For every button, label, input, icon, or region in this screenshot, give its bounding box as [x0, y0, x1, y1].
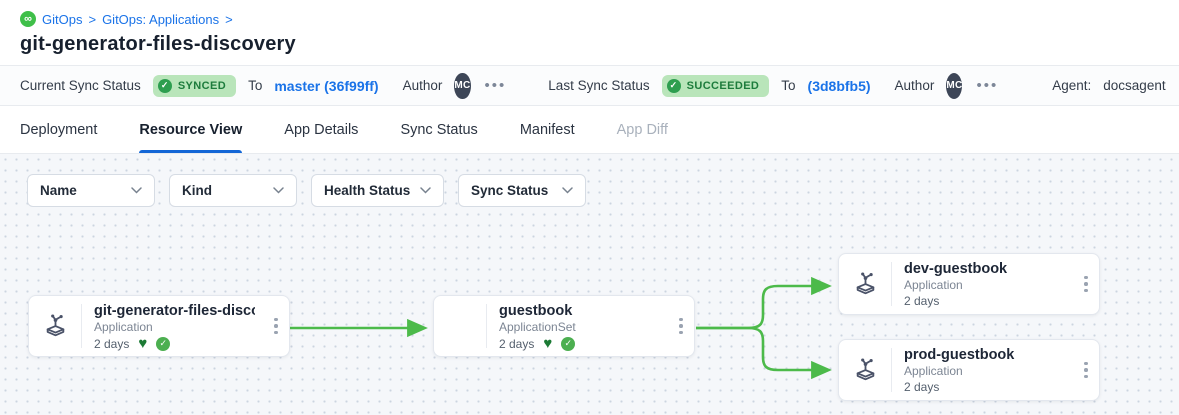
filter-name-label: Name [40, 183, 77, 198]
node-menu-button[interactable] [263, 296, 289, 356]
current-sync-author-label: Author [402, 78, 443, 93]
page-header: ∞ GitOps > GitOps: Applications > git-ge… [0, 0, 1179, 65]
gitops-infinity-icon: ∞ [20, 11, 36, 27]
last-sync-to-label: To [781, 78, 796, 93]
node-age: 2 days [94, 336, 130, 351]
chevron-down-icon [420, 187, 431, 194]
application-deployed-code-icon [839, 340, 891, 400]
node-age: 2 days [904, 294, 940, 308]
last-sync-revision-link[interactable]: (3d8bfb5) [807, 77, 871, 94]
divider [891, 262, 892, 306]
graph-node-dev-guestbook[interactable]: dev-guestbook Application 2 days [838, 253, 1100, 315]
node-body: dev-guestbook Application 2 days [892, 254, 1073, 314]
empty-icon-cell [434, 296, 486, 356]
edge-guestbook-to-dev [696, 276, 832, 330]
sync-status-bar: Current Sync Status ✓ SYNCED To master (… [0, 65, 1179, 106]
tab-manifest[interactable]: Manifest [519, 121, 575, 138]
node-kind: Application [94, 320, 153, 334]
divider [81, 304, 82, 348]
filter-name-dropdown[interactable]: Name [27, 174, 155, 207]
current-sync-status-label: Current Sync Status [20, 78, 141, 93]
node-kind: Application [904, 364, 963, 378]
filter-health-status-label: Health Status [324, 183, 411, 198]
breadcrumb-separator: > [88, 11, 97, 27]
graph-node-guestbook-applicationset[interactable]: guestbook ApplicationSet 2 days ♥ ✓ [433, 295, 695, 357]
node-menu-button[interactable] [1073, 254, 1099, 314]
current-sync-author-avatar: MC [454, 72, 471, 99]
node-body: prod-guestbook Application 2 days [892, 340, 1073, 400]
node-age: 2 days [499, 336, 535, 351]
node-kind: Application [904, 278, 963, 292]
divider [891, 348, 892, 392]
filter-sync-status-label: Sync Status [471, 183, 549, 198]
chevron-down-icon [562, 187, 573, 194]
node-title: dev-guestbook [904, 261, 1008, 277]
node-title: prod-guestbook [904, 347, 1015, 363]
breadcrumb: ∞ GitOps > GitOps: Applications > [20, 11, 1159, 27]
graph-filters: Name Kind Health Status Sync Status [27, 174, 586, 207]
breadcrumb-applications-link[interactable]: GitOps: Applications [102, 11, 220, 27]
tab-app-diff: App Diff [616, 121, 668, 138]
sync-check-icon: ✓ [156, 336, 171, 351]
tab-bar: Deployment Resource View App Details Syn… [0, 106, 1179, 154]
current-sync-to-label: To [248, 78, 263, 93]
breadcrumb-gitops-link[interactable]: GitOps [42, 11, 83, 27]
tab-deployment[interactable]: Deployment [20, 121, 98, 138]
node-menu-button[interactable] [1073, 340, 1099, 400]
health-heart-icon: ♥ [543, 335, 553, 352]
breadcrumb-separator: > [225, 11, 233, 27]
last-sync-badge-text: SUCCEEDED [686, 79, 760, 92]
chevron-down-icon [131, 187, 142, 194]
agent-label: Agent: [1052, 78, 1092, 93]
node-title: git-generator-files-disco... [94, 303, 255, 319]
last-sync-more-button[interactable]: ••• [976, 77, 999, 94]
node-title: guestbook [499, 303, 573, 319]
node-body: guestbook ApplicationSet 2 days ♥ ✓ [487, 296, 668, 356]
check-circle-icon: ✓ [666, 78, 681, 93]
graph-node-prod-guestbook[interactable]: prod-guestbook Application 2 days [838, 339, 1100, 401]
current-sync-status-badge: ✓ SYNCED [152, 74, 237, 97]
divider [486, 304, 487, 348]
page-title: git-generator-files-discovery [20, 33, 296, 55]
node-age: 2 days [904, 380, 940, 394]
last-sync-status-badge: ✓ SUCCEEDED [661, 74, 770, 97]
last-sync-author-label: Author [894, 78, 935, 93]
last-sync-status-label: Last Sync Status [548, 78, 650, 93]
node-menu-button[interactable] [668, 296, 694, 356]
filter-kind-dropdown[interactable]: Kind [169, 174, 297, 207]
filter-health-status-dropdown[interactable]: Health Status [311, 174, 444, 207]
health-heart-icon: ♥ [138, 335, 148, 352]
node-kind: ApplicationSet [499, 320, 576, 334]
tab-sync-status[interactable]: Sync Status [400, 121, 478, 138]
current-sync-more-button[interactable]: ••• [484, 77, 507, 94]
sync-check-icon: ✓ [561, 336, 576, 351]
filter-kind-label: Kind [182, 183, 212, 198]
application-deployed-code-icon [839, 254, 891, 314]
tab-resource-view[interactable]: Resource View [139, 106, 242, 153]
graph-node-root-application[interactable]: git-generator-files-disco... Application… [28, 295, 290, 357]
edge-guestbook-to-prod [696, 326, 832, 380]
tab-app-details[interactable]: App Details [284, 121, 359, 138]
chevron-down-icon [273, 187, 284, 194]
current-sync-revision-link[interactable]: master (36f99ff) [274, 77, 379, 94]
check-circle-icon: ✓ [157, 78, 172, 93]
resource-graph-canvas[interactable]: Name Kind Health Status Sync Status [0, 154, 1179, 415]
filter-sync-status-dropdown[interactable]: Sync Status [458, 174, 586, 207]
application-deployed-code-icon [29, 296, 81, 356]
node-body: git-generator-files-disco... Application… [82, 296, 263, 356]
last-sync-author-avatar: MC [946, 72, 963, 99]
current-sync-badge-text: SYNCED [177, 79, 227, 92]
agent-value: docsagent [1103, 78, 1166, 93]
